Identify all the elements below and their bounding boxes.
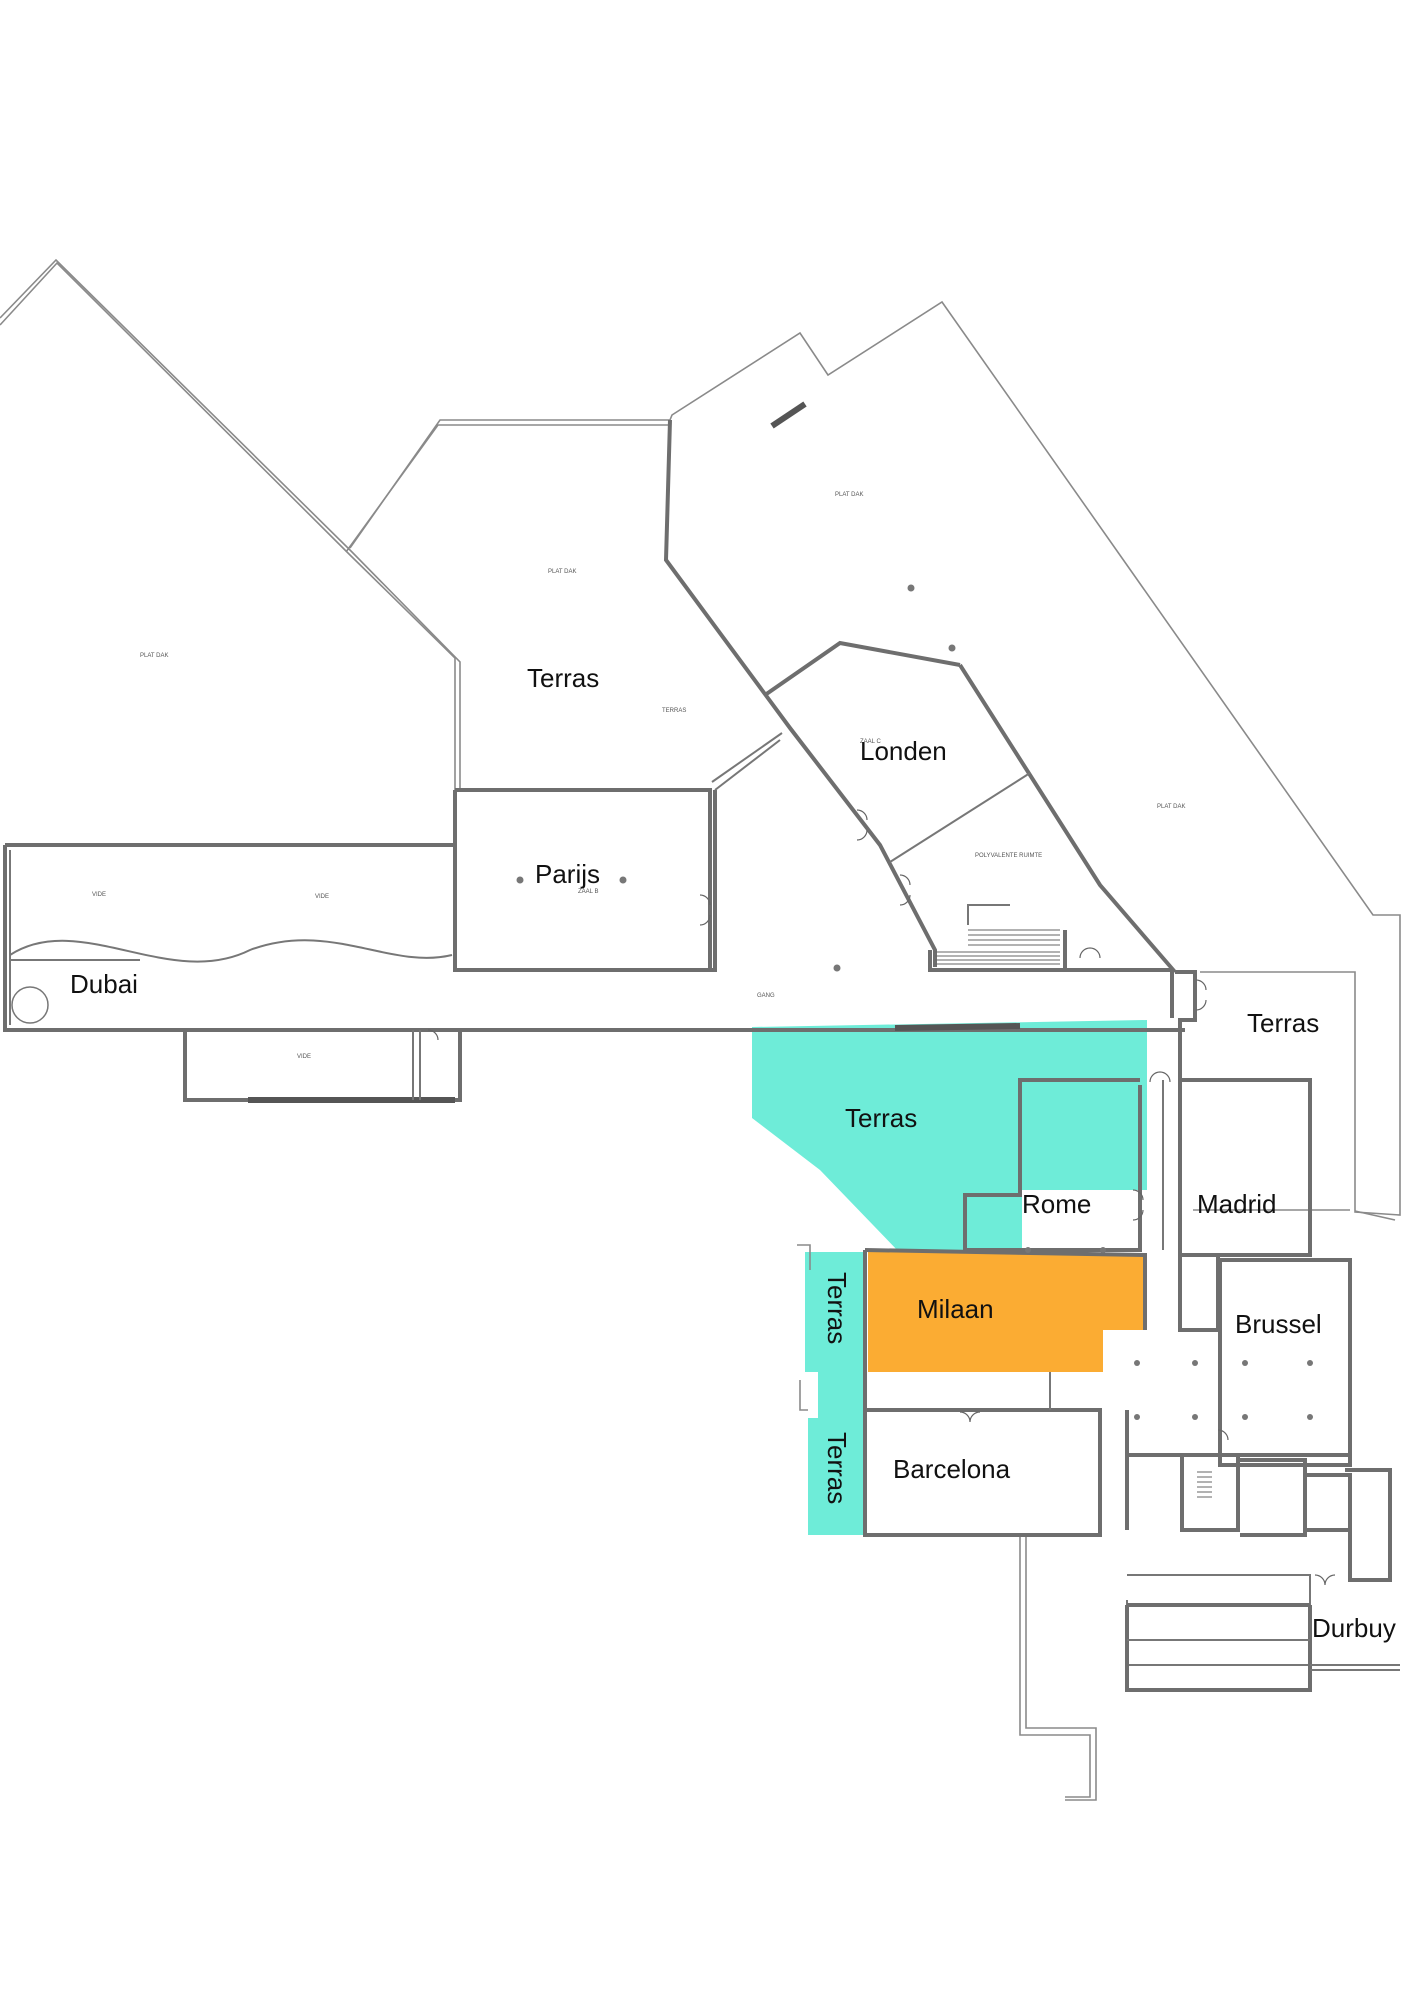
zaal-c-label: ZAAL C xyxy=(860,739,881,745)
room-label-parijs[interactable]: Parijs xyxy=(535,859,600,889)
polyvalente-ruimte-label: POLYVALENTE RUIMTE xyxy=(975,853,1042,859)
doors xyxy=(427,809,1336,1586)
milaan-highlight-area[interactable] xyxy=(868,1250,1145,1372)
room-label-barcelona[interactable]: Barcelona xyxy=(893,1454,1011,1484)
plat-dak-label: PLAT DAK xyxy=(140,653,168,659)
vide-label: VIDE xyxy=(92,892,106,898)
plat-dak-label: PLAT DAK xyxy=(1157,804,1185,810)
walls xyxy=(3,401,1400,1692)
vide-label: VIDE xyxy=(297,1054,311,1060)
terras-strip-lower-area[interactable] xyxy=(808,1372,865,1535)
stairs xyxy=(11,904,1212,1498)
plat-dak-label: PLAT DAK xyxy=(835,492,863,498)
room-label-terras-highlight[interactable]: Terras xyxy=(845,1103,917,1133)
room-label-londen[interactable]: Londen xyxy=(860,736,947,766)
room-label-brussel[interactable]: Brussel xyxy=(1235,1309,1322,1339)
room-label-dubai[interactable]: Dubai xyxy=(70,969,138,999)
terras-strip-upper-area[interactable] xyxy=(805,1252,865,1372)
small-annotations: PLAT DAK PLAT DAK PLAT DAK PLAT DAK TERR… xyxy=(92,492,1185,1060)
terras-small-label: TERRAS xyxy=(662,708,686,714)
room-label-terras-east[interactable]: Terras xyxy=(1247,1008,1319,1038)
room-label-terras-strip-lower[interactable]: Terras xyxy=(822,1432,852,1504)
vide-label: VIDE xyxy=(315,894,329,900)
zaal-b-label: ZAAL B xyxy=(578,889,598,895)
room-label-rome[interactable]: Rome xyxy=(1022,1189,1091,1219)
room-label-terras-strip-upper[interactable]: Terras xyxy=(822,1272,852,1344)
columns xyxy=(516,584,1313,1420)
room-label-milaan[interactable]: Milaan xyxy=(917,1294,994,1324)
room-labels: Terras Londen Parijs Dubai Terras Terras… xyxy=(70,663,1396,1643)
room-label-madrid[interactable]: Madrid xyxy=(1197,1189,1276,1219)
room-label-durbuy[interactable]: Durbuy xyxy=(1312,1613,1396,1643)
room-label-terras-north[interactable]: Terras xyxy=(527,663,599,693)
plat-dak-label: PLAT DAK xyxy=(548,569,576,575)
gang-label: GANG xyxy=(757,993,775,999)
